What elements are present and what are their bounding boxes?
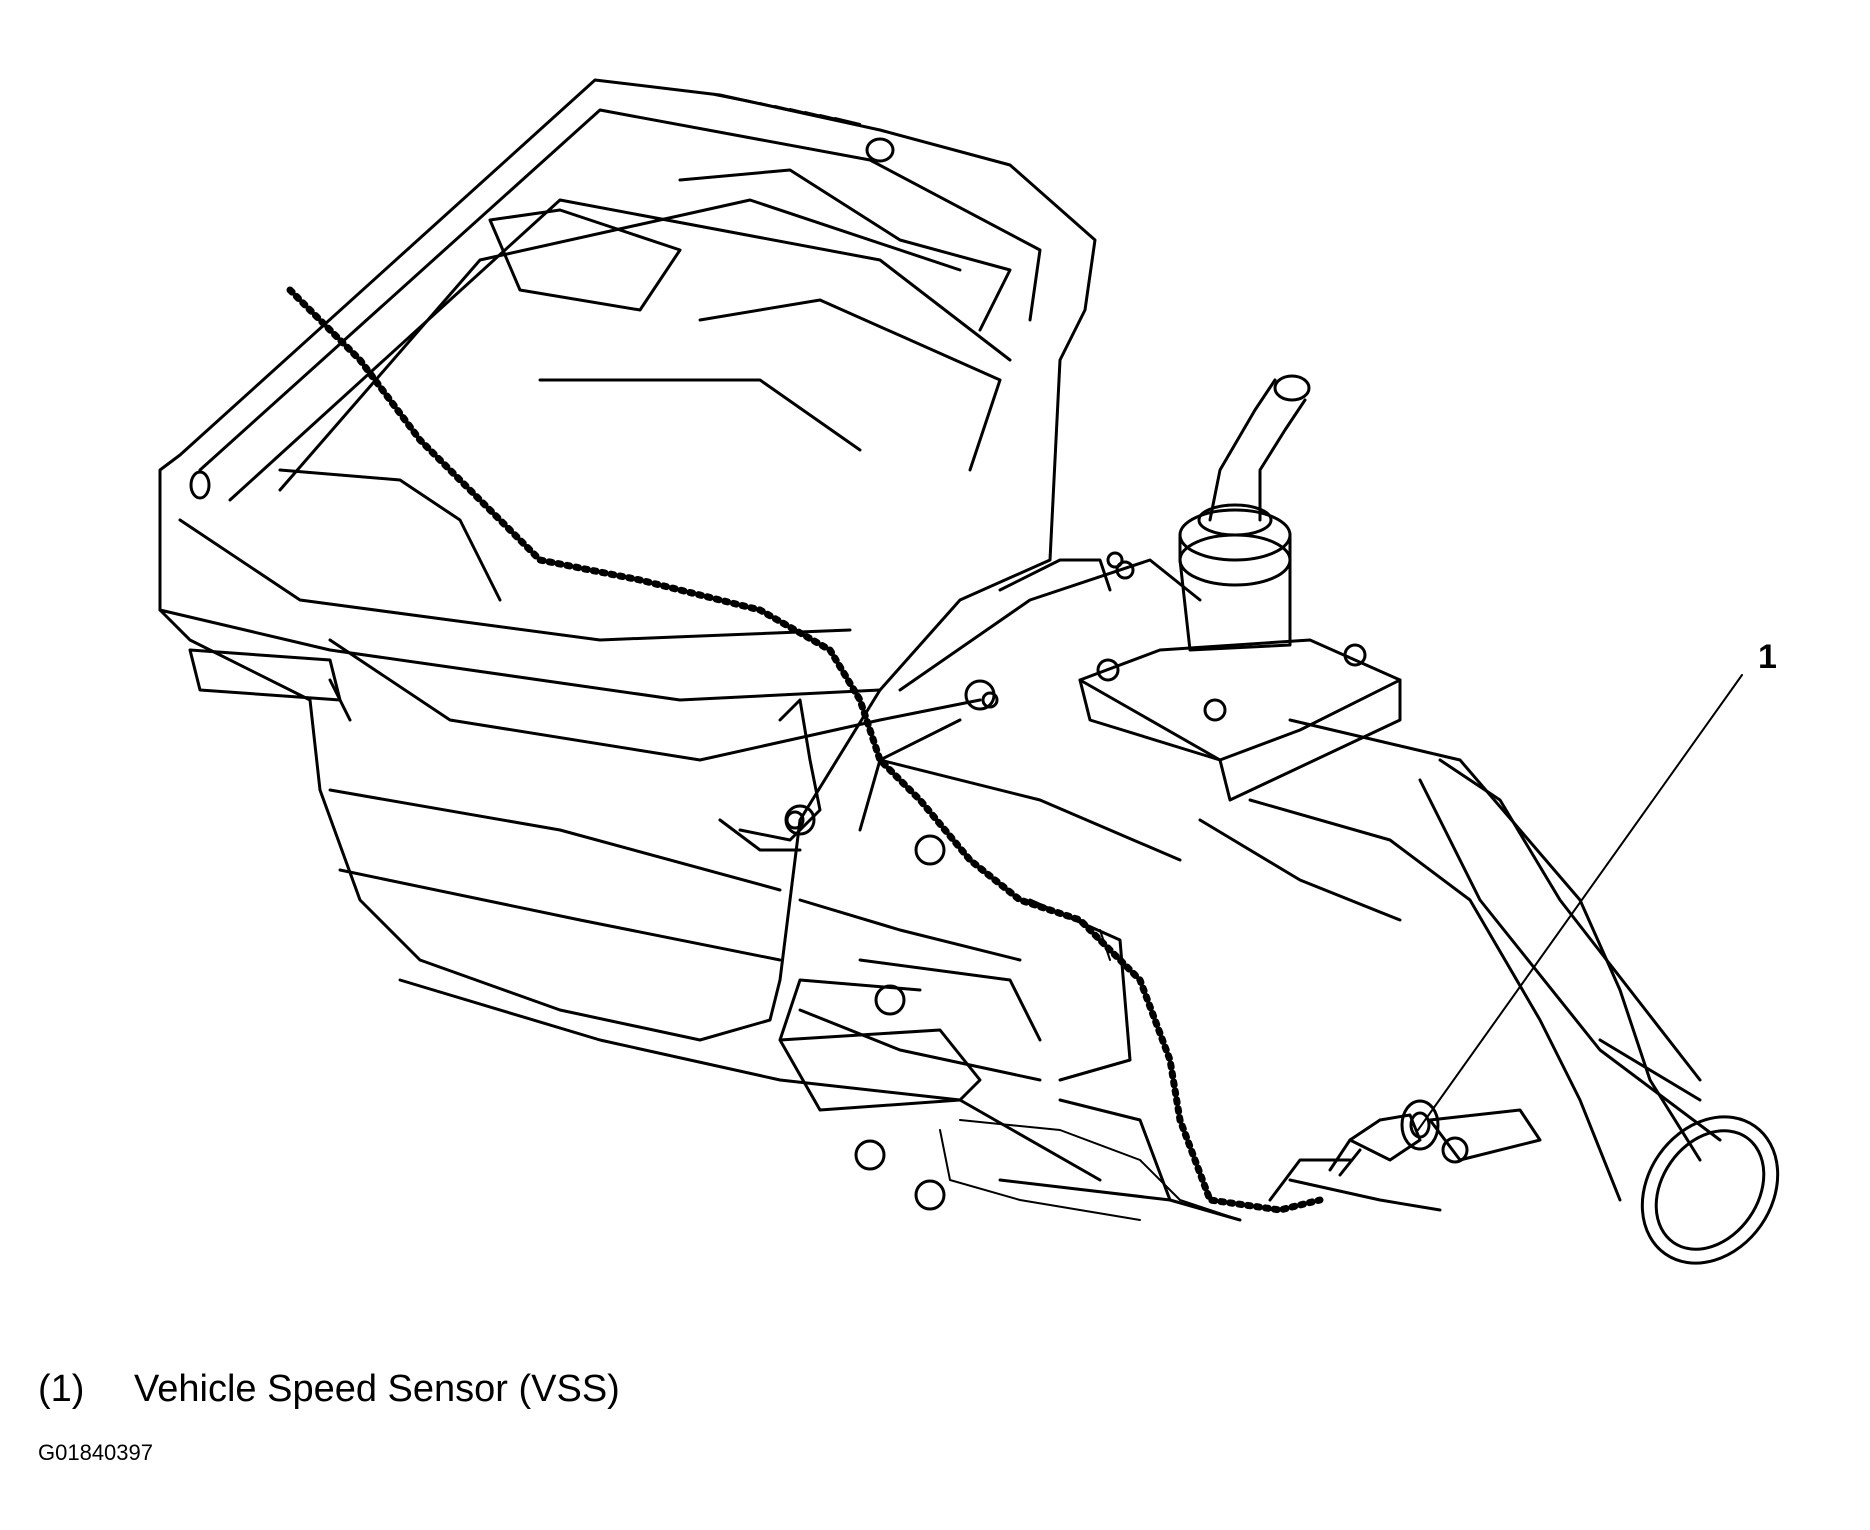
transmission-diagram: 1 — [158, 78, 1780, 1265]
legend: (1) Vehicle Speed Sensor (VSS) — [38, 1368, 620, 1411]
legend-ref: (1) — [38, 1368, 85, 1410]
wiring-harness — [286, 286, 1324, 1214]
legend-label: Vehicle Speed Sensor (VSS) — [134, 1368, 620, 1410]
callout-1: 1 — [1417, 638, 1777, 1131]
callout-number: 1 — [1758, 638, 1777, 676]
tail-housing — [1198, 718, 1780, 1265]
figure-id: G01840397 — [38, 1440, 153, 1465]
transmission-case — [328, 558, 1442, 1222]
bell-housing — [158, 78, 1097, 1042]
vehicle-speed-sensor — [1328, 1099, 1542, 1177]
harness-branches — [939, 929, 1241, 1221]
callout-leader-line — [1417, 674, 1743, 1131]
shifter-assembly — [1078, 374, 1402, 802]
